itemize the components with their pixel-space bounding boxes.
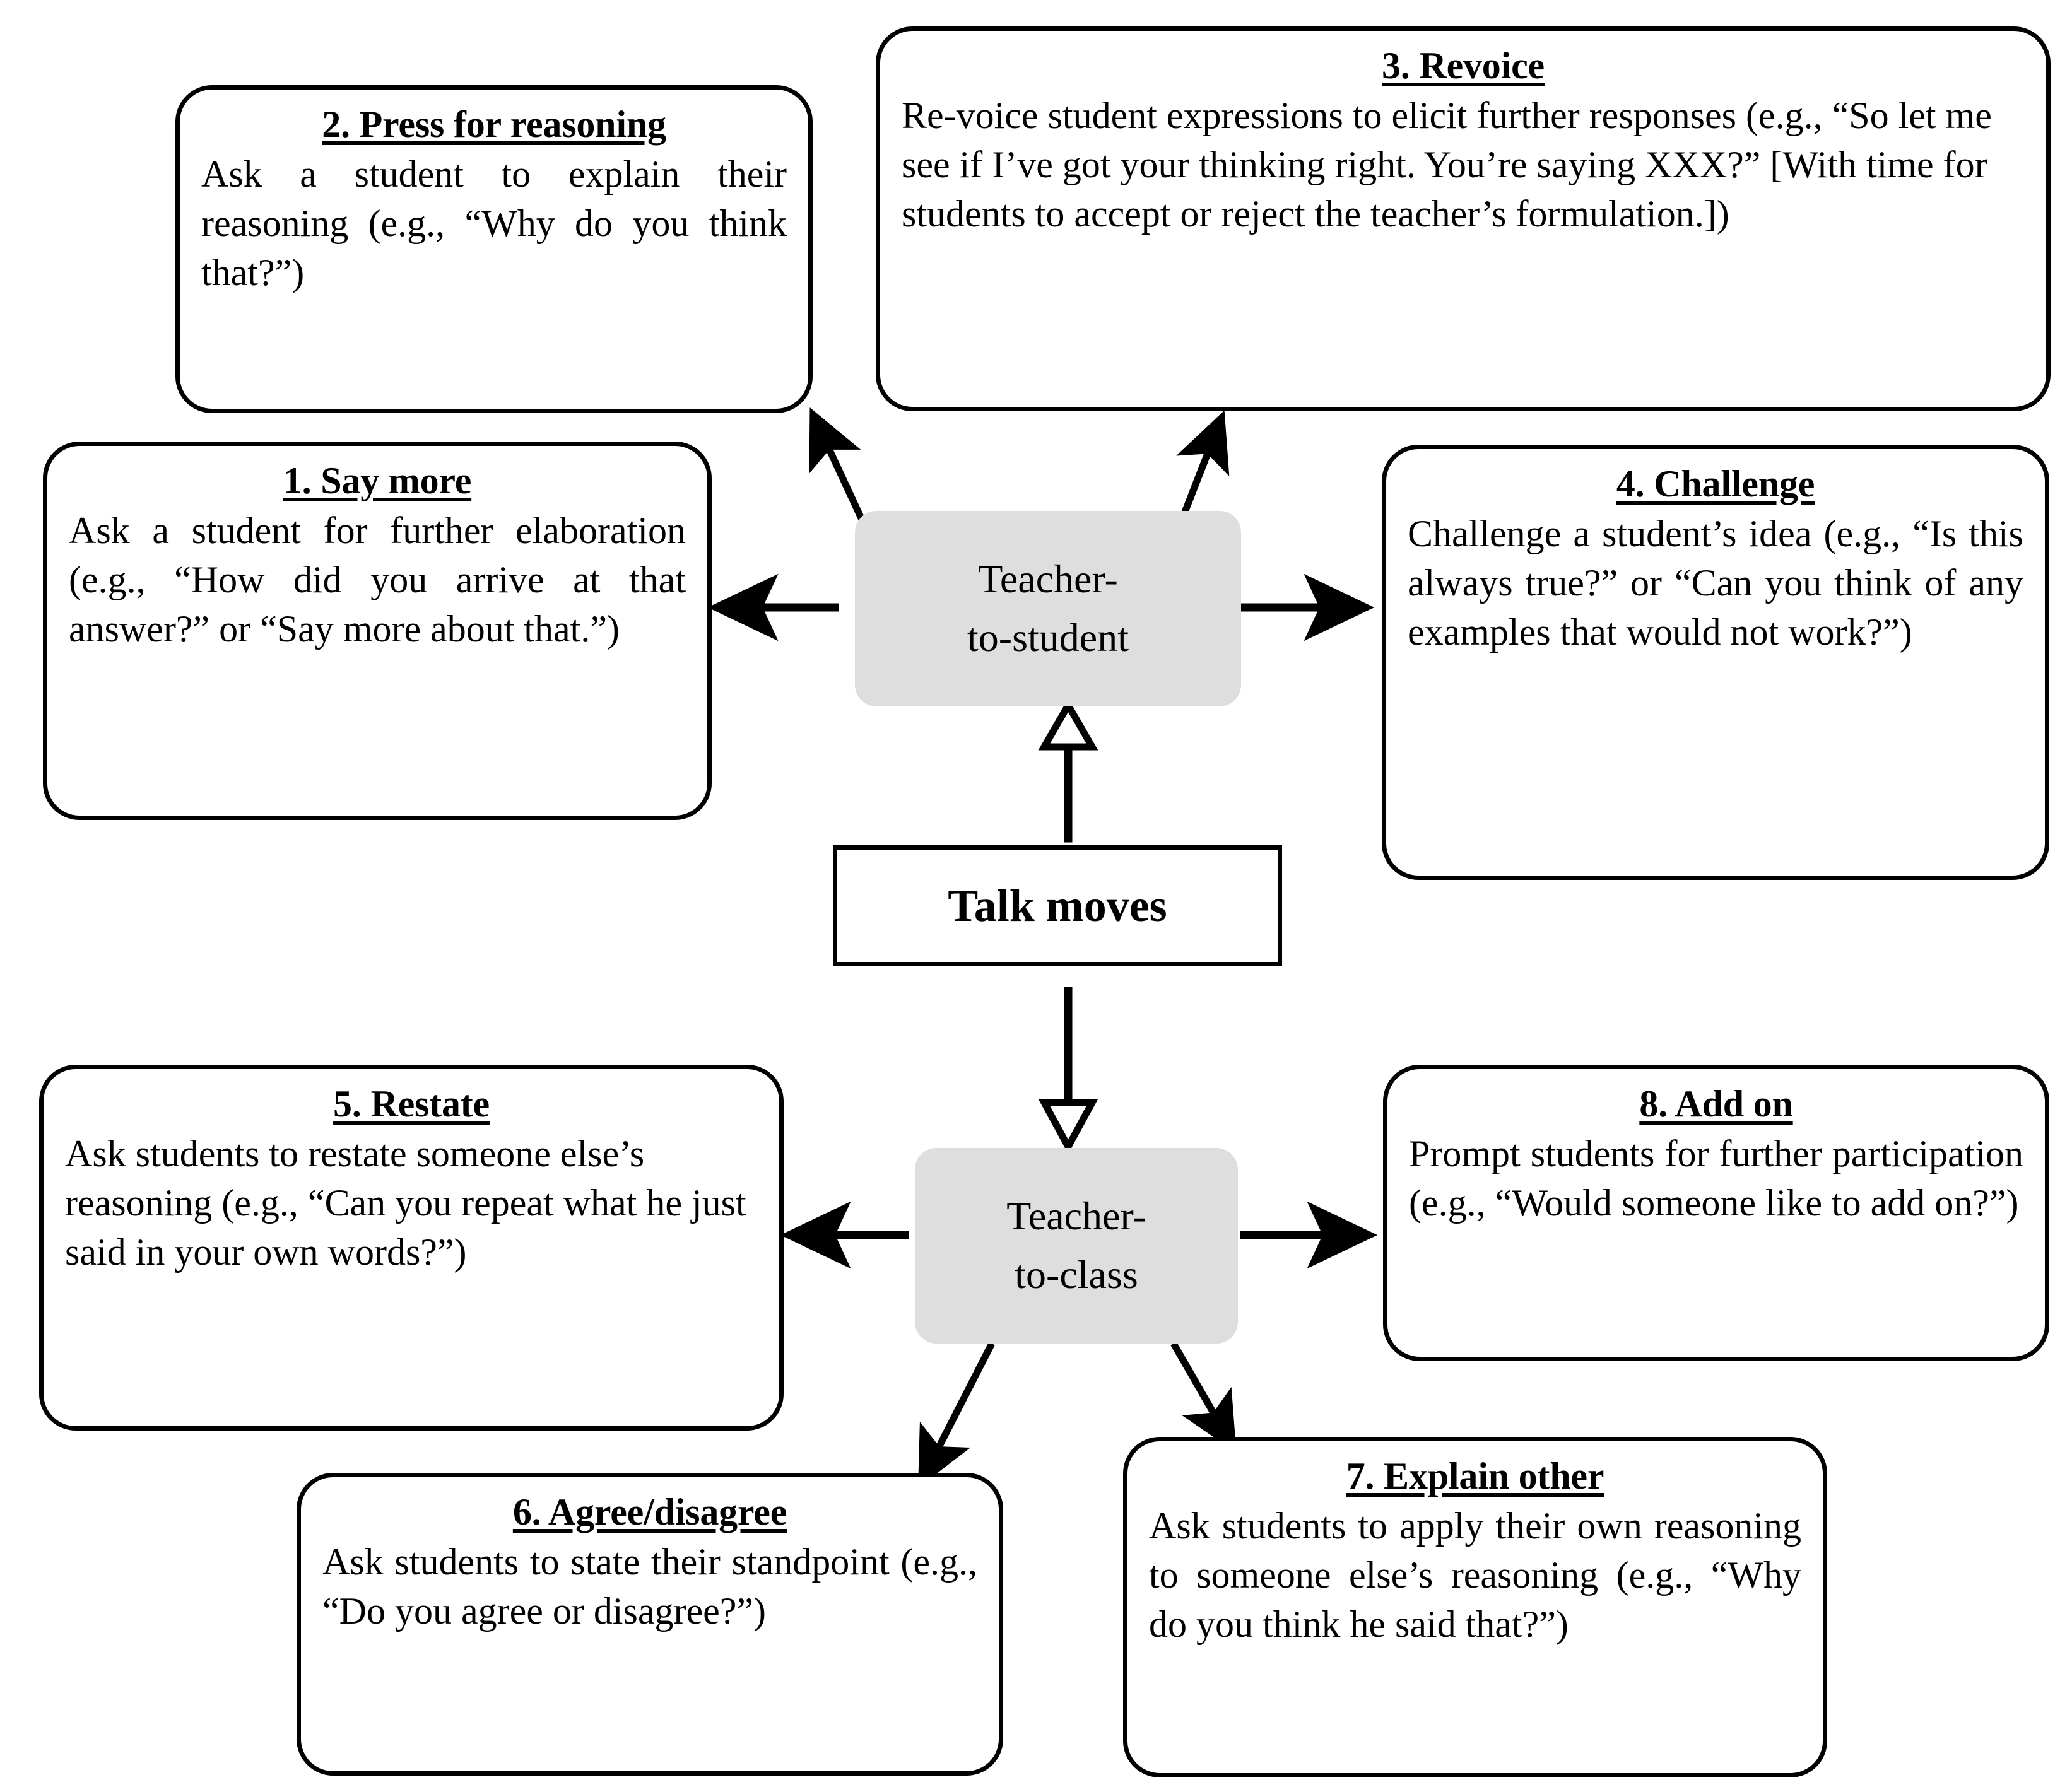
talk-moves-node[interactable]: Talk moves (833, 845, 1282, 966)
hub-teacher-to-class-line1: Teacher- (1006, 1193, 1146, 1239)
move-card-2-title: 2. Press for reasoning (322, 103, 666, 145)
move-card-5[interactable]: 5. Restate Ask students to restate someo… (39, 1065, 784, 1431)
move-card-4-title: 4. Challenge (1616, 463, 1815, 505)
arrow-hub2-to-move6 (917, 1342, 995, 1488)
talk-moves-label: Talk moves (948, 880, 1167, 931)
move-card-6-title: 6. Agree/disagree (512, 1491, 787, 1533)
hub-teacher-to-class-line2: to-class (1015, 1252, 1138, 1297)
block-arrow-down (1038, 987, 1098, 1154)
hub-teacher-to-student-line2: to-student (967, 615, 1129, 660)
move-card-5-body: Ask students to restate someone else’s r… (65, 1133, 746, 1274)
move-card-2[interactable]: 2. Press for reasoning Ask a student to … (175, 85, 813, 413)
move-card-6-body: Ask students to state their standpoint (… (322, 1541, 977, 1632)
block-arrow-up (1038, 698, 1098, 843)
move-card-8-title: 8. Add on (1639, 1083, 1793, 1125)
hub-teacher-to-student-line1: Teacher- (978, 556, 1118, 602)
move-card-1[interactable]: 1. Say more Ask a student for further el… (43, 442, 712, 820)
move-card-5-title: 5. Restate (333, 1083, 490, 1125)
move-card-2-body: Ask a student to explain their reasoning… (201, 153, 787, 294)
move-card-3-title: 3. Revoice (1382, 45, 1545, 86)
move-card-7-title: 7. Explain other (1346, 1455, 1604, 1497)
move-card-1-title: 1. Say more (283, 460, 472, 501)
move-card-8[interactable]: 8. Add on Prompt students for further pa… (1383, 1065, 2049, 1361)
move-card-4[interactable]: 4. Challenge Challenge a student’s idea … (1382, 445, 2049, 880)
move-card-3[interactable]: 3. Revoice Re-voice student expressions … (876, 26, 2051, 411)
move-card-4-body: Challenge a student’s idea (e.g., “Is th… (1408, 513, 2023, 653)
move-card-7-body: Ask students to apply their own reasonin… (1149, 1505, 1801, 1646)
hub-teacher-to-student[interactable]: Teacher- to-student (855, 511, 1241, 706)
move-card-6[interactable]: 6. Agree/disagree Ask students to state … (297, 1473, 1003, 1776)
move-card-7[interactable]: 7. Explain other Ask students to apply t… (1123, 1437, 1827, 1777)
move-card-3-body: Re-voice student expressions to elicit f… (902, 95, 1992, 235)
move-card-1-body: Ask a student for further elaboration (e… (69, 510, 686, 650)
hub-teacher-to-class[interactable]: Teacher- to-class (915, 1148, 1238, 1344)
arrow-hub2-to-move7 (1170, 1342, 1237, 1453)
move-card-8-body: Prompt students for further participatio… (1409, 1133, 2023, 1224)
